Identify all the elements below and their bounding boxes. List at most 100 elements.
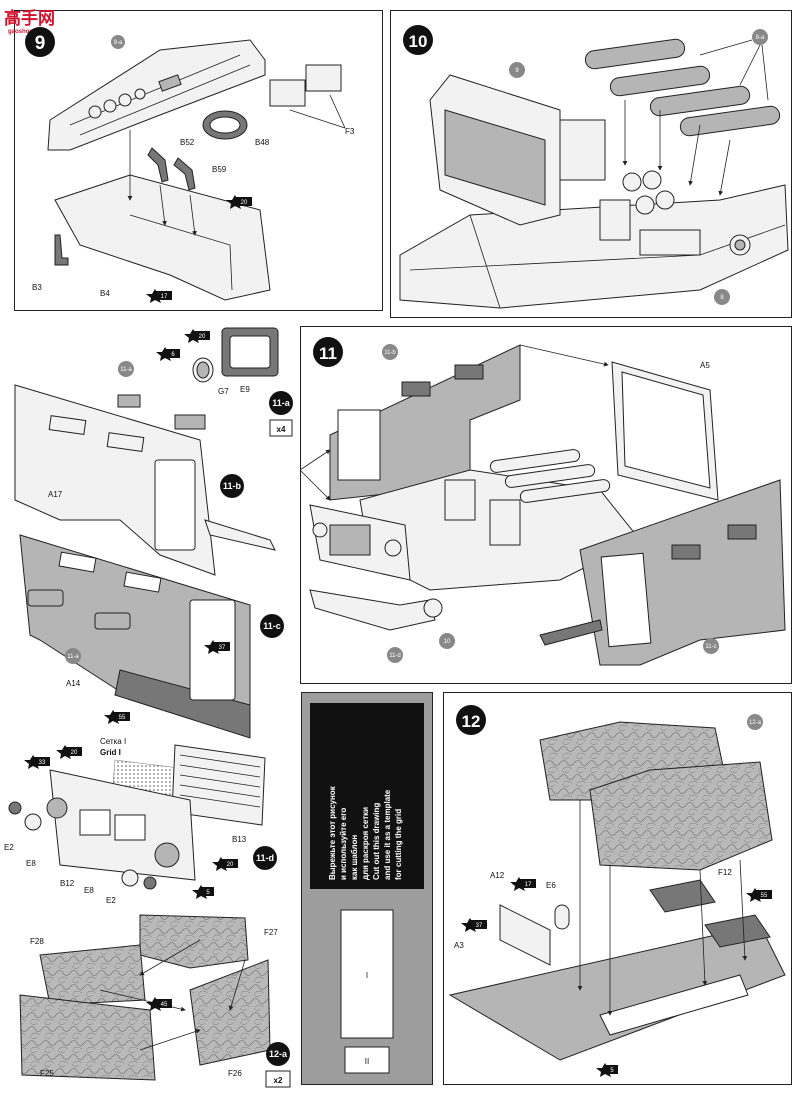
label-f25: F25: [40, 1069, 54, 1078]
label-b13: B13: [232, 835, 247, 844]
watermark-logo: 高手网 gaoshou.com: [4, 8, 55, 35]
label-f26: F26: [228, 1069, 242, 1078]
label-b4: B4: [100, 289, 110, 298]
grid-template: Вырежьте этот рисунок и используйте его …: [310, 703, 424, 1074]
label-b3: B3: [32, 283, 42, 292]
step-11d: Сетка I Grid I B13 E2 E8 B12 E8 E2 33 20: [4, 737, 277, 905]
tarp-f25: [19, 994, 156, 1081]
lever-b52: [147, 147, 169, 183]
step-12-number: 12: [462, 712, 481, 731]
label-f3: F3: [345, 127, 355, 136]
svg-text:5: 5: [610, 1068, 614, 1074]
part-f12-a: [649, 879, 716, 913]
template-box-i: [340, 909, 394, 1039]
tarp-assembly-b: [589, 761, 773, 871]
step-12: 12 12-a A3 A12 E6 F12 17 37: [448, 705, 786, 1077]
template-box-ii: [344, 1046, 390, 1074]
label-b12: B12: [60, 879, 75, 888]
template-line-4: для раскроя сетки: [361, 807, 370, 880]
label-step10-8a: 8-a: [756, 35, 765, 41]
label-f28: F28: [30, 937, 44, 946]
label-a17: A17: [48, 490, 63, 499]
part-f3-b: [305, 64, 342, 92]
svg-text:6: 6: [171, 352, 175, 358]
step-9-badge: [25, 27, 55, 57]
tarp-f27: [139, 914, 249, 969]
label-e2-b: E2: [106, 896, 116, 905]
step-12a: F28 F27 F25 F26 45 12-a x2: [19, 914, 291, 1088]
paint-37-step12: 37: [461, 918, 487, 932]
step-9-sub-label: 9-a: [114, 40, 123, 46]
step-11b: 11-a A17 11-b: [14, 361, 276, 576]
paint-6-step11a: 6: [156, 347, 180, 361]
rocket-tubes: [584, 38, 781, 137]
label-step10-9: 9: [515, 68, 519, 74]
grid-label-en: Grid I: [100, 748, 121, 757]
grid-label-ru: Сетка I: [100, 737, 126, 746]
step-10-number: 10: [409, 32, 428, 51]
paint-5-step11d: 5: [192, 885, 214, 899]
part-f3-a: [269, 79, 306, 107]
label-f12: F12: [718, 868, 732, 877]
step-11: 11 11-b A5 11-d 10: [299, 337, 786, 666]
watermark-url: gaoshou.com: [8, 29, 47, 35]
template-box-i-label: I: [366, 971, 368, 980]
label-e9: E9: [240, 385, 250, 394]
label-e8-a: E8: [26, 859, 36, 868]
step-12a-number: 12-a: [269, 1049, 288, 1059]
label-b59: B59: [212, 165, 227, 174]
label-step11c-11a: 11-a: [67, 654, 79, 660]
paint-5-step12: 5: [596, 1063, 618, 1077]
label-a14: A14: [66, 679, 81, 688]
svg-text:20: 20: [199, 334, 206, 340]
svg-text:5: 5: [206, 890, 210, 896]
paint-17-step12: 17: [510, 877, 536, 891]
svg-text:55: 55: [119, 715, 126, 721]
step-11a-qty: x4: [277, 425, 286, 434]
svg-text:37: 37: [476, 923, 483, 929]
template-line-3: как шаблон: [350, 835, 359, 880]
paint-20a-step11d: 20: [56, 745, 82, 759]
watermark-logo-text: 高手网: [4, 8, 55, 28]
step-11a: G7 E9 20 6 11-a x4: [156, 327, 293, 437]
template-line-1: Вырежьте этот рисунок: [328, 785, 337, 880]
label-step11-11c: 11-c: [705, 644, 716, 650]
svg-text:55: 55: [761, 893, 768, 899]
label-e8-b: E8: [84, 886, 94, 895]
part-f12-b: [704, 914, 771, 948]
label-step11-10: 10: [444, 639, 451, 645]
template-line-6: and use it as a template: [383, 789, 392, 880]
paint-20-step9: 20: [226, 195, 252, 209]
paint-55-step11c: 55: [104, 710, 130, 724]
step-11a-number: 11-a: [272, 398, 291, 408]
part-e6: [554, 904, 570, 930]
label-step11-11b: 11-b: [384, 350, 396, 356]
paint-55-step12: 55: [746, 888, 772, 902]
svg-text:20: 20: [71, 750, 78, 756]
svg-text:17: 17: [161, 294, 168, 300]
template-line-5: Cut out this drawing: [372, 803, 381, 880]
paint-37-step11c: 37: [204, 640, 230, 654]
label-a12: A12: [490, 871, 505, 880]
label-e6: E6: [546, 881, 556, 890]
headlight-11a-left: [27, 589, 64, 607]
step-9-number: 9: [35, 33, 46, 54]
template-line-2: и используйте его: [339, 808, 348, 880]
paint-17-step9: 17: [146, 289, 172, 303]
svg-text:45: 45: [161, 1002, 168, 1008]
paint-20-step11a: 20: [184, 329, 210, 343]
label-e2-a: E2: [4, 843, 14, 852]
step-10: 10 9 8-a 8: [399, 25, 789, 309]
label-step11-11d: 11-d: [389, 653, 401, 659]
label-f27: F27: [264, 928, 278, 937]
paint-20b-step11d: 20: [212, 857, 238, 871]
svg-text:20: 20: [227, 862, 234, 868]
rocket-tubes-installed: [489, 449, 611, 503]
lever-b3: [54, 234, 69, 266]
paint-33-step11d: 33: [24, 755, 50, 769]
template-box-ii-label: II: [365, 1057, 369, 1066]
paint-45-step12a: 45: [146, 997, 172, 1011]
floor-b4: [54, 174, 271, 301]
radiator-b13: [171, 744, 266, 826]
step-11d-number: 11-d: [256, 853, 274, 863]
